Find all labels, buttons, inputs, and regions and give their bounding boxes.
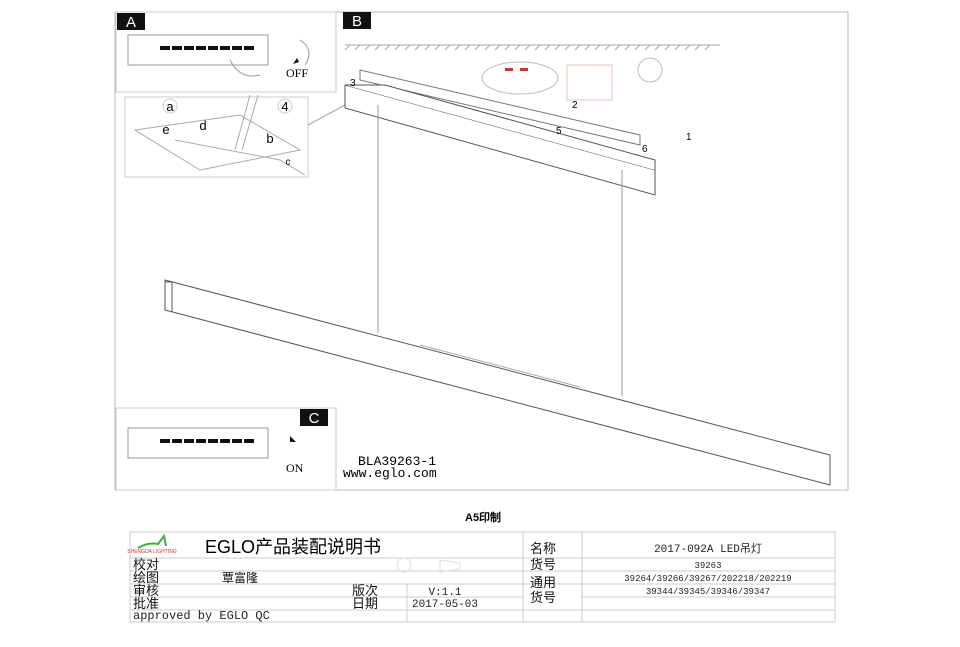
terminal-block-icon [127, 427, 296, 459]
panel-b-label: B [352, 13, 362, 30]
detail-leader-line [307, 104, 346, 126]
review-label: 审核 [133, 583, 159, 598]
detail-letter-b: b [266, 131, 273, 146]
step-numbers: 1 2 3 5 6 [350, 78, 692, 155]
step-5: 5 [556, 126, 562, 137]
panel-b-tag [343, 12, 371, 29]
detail-step-4: 4 [281, 99, 288, 114]
panel-a: A OFF [115, 11, 337, 93]
check-label: 校对 [133, 557, 159, 572]
date-label: 日期 [352, 596, 378, 611]
panel-c: C ON [115, 407, 337, 491]
date-value: 2017-05-03 [412, 599, 478, 611]
step-2: 2 [572, 100, 578, 111]
name-value: 2017-092A LED吊灯 [654, 542, 762, 556]
company-logo: SHENGDA LIGHTING [127, 533, 177, 555]
mounting-bracket [359, 57, 663, 146]
draw-value: 覃富隆 [222, 570, 258, 585]
model-code: BLA39263-1 [358, 454, 436, 469]
ceiling [344, 44, 720, 51]
approved-by: approved by EGLO QC [133, 609, 270, 623]
name-label: 名称 [530, 541, 556, 556]
print-note: A5印制 [465, 510, 501, 524]
step-6: 6 [642, 144, 648, 155]
detail-panel: a 4 e d b c [124, 94, 309, 178]
common-label-1: 通用 [530, 575, 556, 590]
common-value-1: 39264/39266/39267/202218/202219 [624, 574, 791, 584]
detail-letter-a: a [166, 99, 174, 114]
version-value: V:1.1 [428, 587, 461, 599]
lamp-canopy [344, 84, 656, 196]
detail-letter-e: e [162, 122, 169, 137]
detail-letter-c: c [286, 157, 291, 168]
off-label: OFF [286, 66, 308, 80]
on-label: ON [286, 461, 304, 475]
title-block: SHENGDA LIGHTING EGLO产品装配说明书 校对 绘图 覃富隆 审… [127, 531, 836, 623]
panel-a-label: A [126, 14, 136, 31]
terminal-block-icon [127, 34, 310, 77]
draw-label: 绘图 [133, 570, 159, 585]
approve-label: 批准 [133, 596, 159, 611]
item-label: 货号 [530, 557, 556, 572]
item-value: 39263 [694, 561, 721, 571]
panel-c-label: C [309, 410, 320, 427]
website: www.eglo.com [343, 466, 437, 481]
version-label: 版次 [352, 583, 378, 598]
common-label-2: 货号 [530, 590, 556, 605]
step-3: 3 [350, 78, 356, 89]
common-value-2: 39344/39345/39346/39347 [646, 587, 770, 597]
step-1: 1 [686, 132, 692, 143]
document-title: EGLO产品装配说明书 [205, 537, 381, 557]
detail-letter-d: d [199, 118, 206, 133]
led-lamp-body [164, 279, 831, 486]
logo-text: SHENGDA LIGHTING [127, 549, 177, 555]
